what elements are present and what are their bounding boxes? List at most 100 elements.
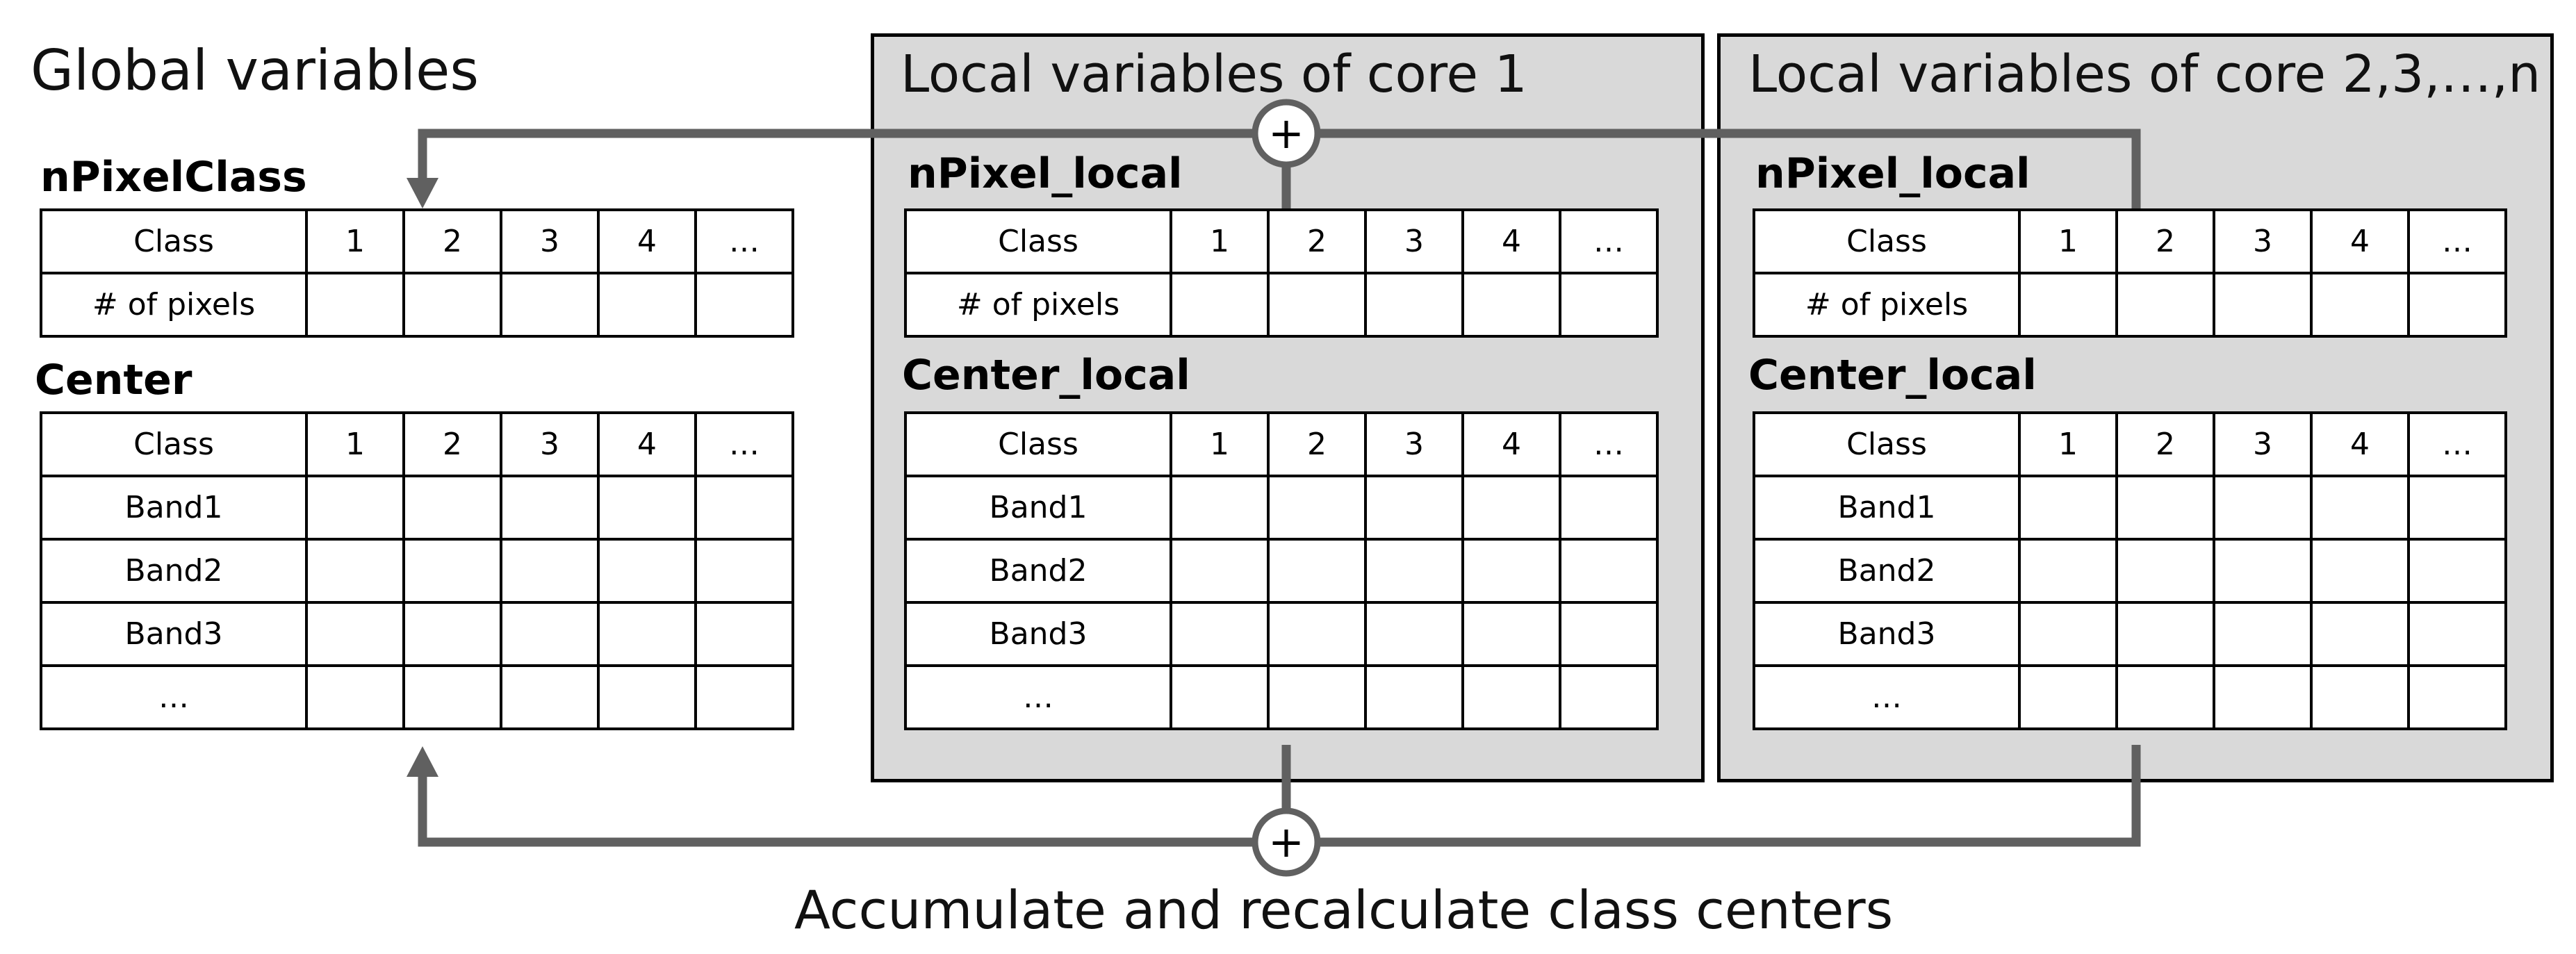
band-row-label: Band2 [904,538,1172,604]
bottom-arrowhead [407,746,438,777]
class-header-cell: Class [904,208,1172,274]
empty-cell [2115,272,2215,338]
bottom-sum-operator: + [1252,807,1321,877]
empty-cell [1559,601,1659,667]
empty-cell [1170,475,1270,541]
band-row: Band2 [40,538,794,604]
pixels-row: # of pixels [40,272,794,338]
empty-cell [1364,475,1464,541]
empty-cell [2310,475,2410,541]
empty-cell [305,538,405,604]
empty-cell [694,601,794,667]
class-id-cell: … [694,411,794,477]
class-id-cell: 1 [1170,208,1270,274]
class-id-cell: … [1559,411,1659,477]
empty-cell [1364,601,1464,667]
empty-cell [1461,538,1561,604]
pixels-row: # of pixels [904,272,1659,338]
empty-cell [1364,272,1464,338]
empty-cell [2213,475,2313,541]
empty-cell [402,538,502,604]
empty-cell [1559,664,1659,730]
class-id-cell: 3 [1364,411,1464,477]
top-arrow-to-global [418,129,1254,182]
empty-cell [402,664,502,730]
empty-cell [500,538,600,604]
empty-cell [402,475,502,541]
coren-title: Local variables of core 2,3,…,n [1748,44,2541,104]
band-row: Band2 [904,538,1659,604]
class-id-cell: 4 [2310,208,2410,274]
band-row-label: Band3 [40,601,308,667]
band-row: Band1 [40,475,794,541]
global-title: Global variables [31,38,479,103]
coren-center-label: Center_local [1748,351,2037,400]
empty-cell [694,538,794,604]
class-id-cell: 4 [1461,208,1561,274]
empty-cell [2115,601,2215,667]
empty-cell [1267,272,1367,338]
class-id-cell: 2 [1267,411,1367,477]
empty-cell [1364,664,1464,730]
empty-cell [2018,538,2118,604]
pixels-row: # of pixels [1753,272,2507,338]
pixels-row-label: # of pixels [904,272,1172,338]
class-header-cell: Class [1753,411,2021,477]
empty-cell [1364,538,1464,604]
band-row: … [1753,664,2507,730]
band-row-label: Band1 [904,475,1172,541]
empty-cell [2407,601,2507,667]
band-row: Band3 [40,601,794,667]
class-id-cell: 2 [1267,208,1367,274]
empty-cell [2310,664,2410,730]
empty-cell [2213,272,2313,338]
empty-cell [2407,272,2507,338]
pixels-row-label: # of pixels [40,272,308,338]
top-arrow-from-coren [1319,129,2141,208]
top-sum-symbol: + [1268,108,1304,158]
band-row: Band2 [1753,538,2507,604]
empty-cell [1267,664,1367,730]
class-id-cell: 1 [2018,411,2118,477]
empty-cell [597,664,697,730]
class-id-cell: … [2407,411,2507,477]
top-arrowhead [407,178,438,208]
bottom-sum-symbol: + [1268,816,1304,867]
class-id-cell: 1 [305,208,405,274]
empty-cell [2213,601,2313,667]
class-id-cell: 2 [402,411,502,477]
empty-cell [597,601,697,667]
band-row-label: Band1 [1753,475,2021,541]
empty-cell [1170,538,1270,604]
empty-cell [1559,272,1659,338]
top-sum-operator: + [1252,99,1321,168]
band-row: Band3 [904,601,1659,667]
class-id-cell: … [2407,208,2507,274]
empty-cell [2310,601,2410,667]
empty-cell [694,475,794,541]
empty-cell [500,475,600,541]
core1-npixel-label: nPixel_local [908,149,1183,198]
empty-cell [402,601,502,667]
empty-cell [500,664,600,730]
empty-cell [1267,475,1367,541]
empty-cell [2115,475,2215,541]
empty-cell [2310,272,2410,338]
core1-center-label: Center_local [902,351,1190,400]
bottom-arrow-to-global [418,773,1254,847]
empty-cell [2213,664,2313,730]
empty-cell [1170,664,1270,730]
empty-cell [2018,475,2118,541]
empty-cell [1267,538,1367,604]
band-row: … [904,664,1659,730]
class-id-cell: … [1559,208,1659,274]
empty-cell [305,664,405,730]
